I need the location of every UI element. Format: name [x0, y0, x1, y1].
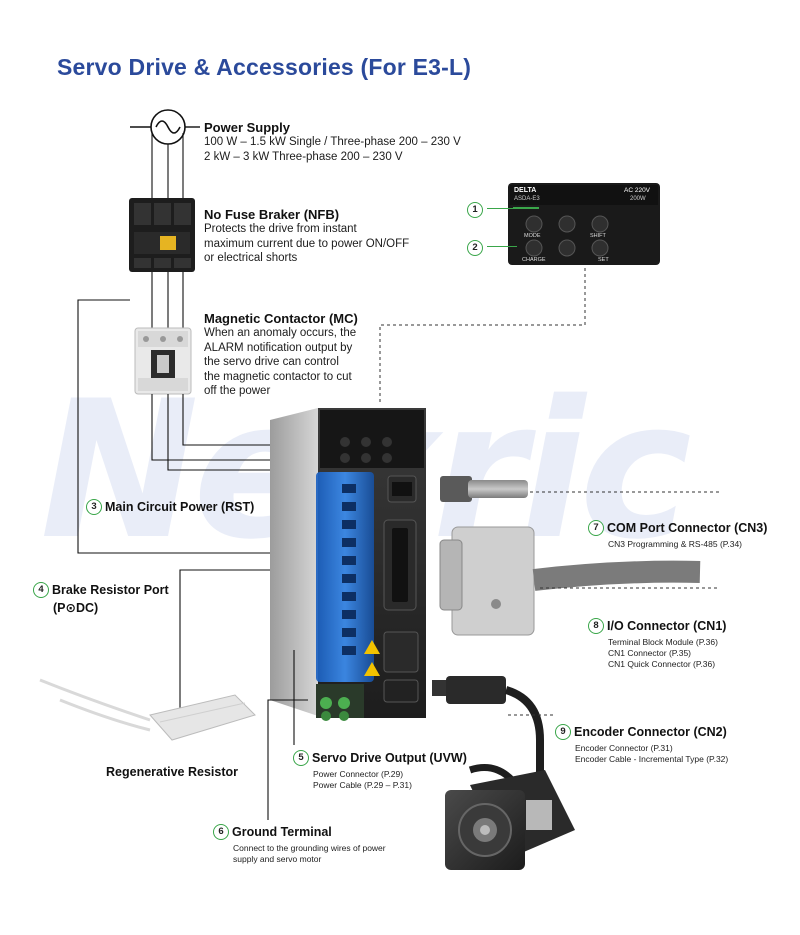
power-supply-line-1: 100 W – 1.5 kW Single / Three-phase 200 …: [204, 135, 461, 150]
regenerative-resistor-label: Regenerative Resistor: [106, 765, 238, 779]
callout-subline: Terminal Block Module (P.36): [588, 637, 726, 648]
callout-subline: Power Connector (P.29): [293, 769, 467, 780]
callout-title: COM Port Connector (CN3): [607, 521, 767, 535]
callout-title: Servo Drive Output (UVW): [312, 751, 467, 765]
callout-subline: Encoder Connector (P.31): [555, 743, 728, 754]
power-supply-title: Power Supply: [204, 120, 461, 135]
regenerative-resistor-image: [40, 680, 255, 740]
mc-line: the magnetic contactor to cut: [204, 370, 358, 385]
callout-io-connector: 8 I/O Connector (CN1) Terminal Block Mod…: [588, 618, 726, 670]
marker-2-line: [487, 246, 517, 247]
servo-drive-image: [270, 408, 426, 721]
power-supply-line-2: 2 kW – 3 kW Three-phase 200 – 230 V: [204, 150, 461, 165]
callout-number: 5: [293, 750, 309, 766]
callout-number: 4: [33, 582, 49, 598]
callout-subline: Encoder Cable - Incremental Type (P.32): [555, 754, 728, 765]
mc-title: Magnetic Contactor (MC): [204, 311, 358, 326]
mc-line: off the power: [204, 384, 358, 399]
magnetic-contactor-image: [135, 328, 191, 394]
panel-rating-2: 200W: [630, 196, 646, 202]
panel-charge-button: CHARGE: [522, 257, 546, 263]
mc-line: ALARM notification output by: [204, 341, 358, 356]
callout-main-circuit-power: 3 Main Circuit Power (RST): [86, 499, 254, 515]
callout-subline: CN1 Quick Connector (P.36): [588, 659, 726, 670]
panel-set-button: SET: [598, 257, 609, 263]
panel-mode-button: MODE: [524, 233, 541, 239]
power-supply-icon: [130, 110, 200, 200]
mc-label: Magnetic Contactor (MC) When an anomaly …: [204, 311, 358, 399]
mc-line: When an anomaly occurs, the: [204, 326, 358, 341]
power-supply-label: Power Supply 100 W – 1.5 kW Single / Thr…: [204, 120, 461, 164]
callout-subline: Connect to the grounding wires of power: [213, 843, 386, 854]
nfb-breaker-image: [129, 198, 195, 272]
callout-title: Main Circuit Power (RST): [105, 500, 254, 514]
nfb-line: Protects the drive from instant: [204, 222, 409, 237]
panel-brand: DELTA: [514, 187, 536, 194]
callout-title: I/O Connector (CN1): [607, 619, 726, 633]
callout-title: Ground Terminal: [232, 825, 332, 839]
callout-subline: CN1 Connector (P.35): [588, 648, 726, 659]
callout-title-2: (P⊙DC): [33, 600, 169, 615]
callout-ground-terminal: 6 Ground Terminal Connect to the groundi…: [213, 824, 386, 865]
marker-1-line: [487, 208, 517, 209]
callout-number: 7: [588, 520, 604, 536]
nfb-title: No Fuse Braker (NFB): [204, 207, 409, 222]
panel-rating-1: AC 220V: [624, 187, 650, 194]
marker-2: 2: [467, 239, 486, 257]
callout-number: 8: [588, 618, 604, 634]
nfb-label: No Fuse Braker (NFB) Protects the drive …: [204, 207, 409, 266]
callout-com-port-connector: 7 COM Port Connector (CN3) CN3 Programmi…: [588, 520, 767, 550]
nfb-line: or electrical shorts: [204, 251, 409, 266]
callout-subline: supply and servo motor: [213, 854, 386, 865]
callout-number: 3: [86, 499, 102, 515]
nfb-line: maximum current due to power ON/OFF: [204, 237, 409, 252]
callout-brake-resistor-port: 4 Brake Resistor Port (P⊙DC): [33, 582, 169, 615]
callout-subline: CN3 Programming & RS-485 (P.34): [588, 539, 767, 550]
callout-number: 9: [555, 724, 571, 740]
callout-title: Brake Resistor Port: [52, 583, 169, 597]
panel-shift-button: SHIFT: [590, 233, 606, 239]
com-port-cable-image: [440, 476, 700, 502]
callout-subline: Power Cable (P.29 – P.31): [293, 780, 467, 791]
panel-model: ASDA-E3: [514, 196, 540, 202]
callout-number: 6: [213, 824, 229, 840]
marker-1: 1: [467, 201, 486, 219]
callout-title: Encoder Connector (CN2): [574, 725, 727, 739]
callout-encoder-connector: 9 Encoder Connector (CN2) Encoder Connec…: [555, 724, 728, 765]
mc-line: the servo drive can control: [204, 355, 358, 370]
callout-servo-drive-output: 5 Servo Drive Output (UVW) Power Connect…: [293, 750, 467, 791]
